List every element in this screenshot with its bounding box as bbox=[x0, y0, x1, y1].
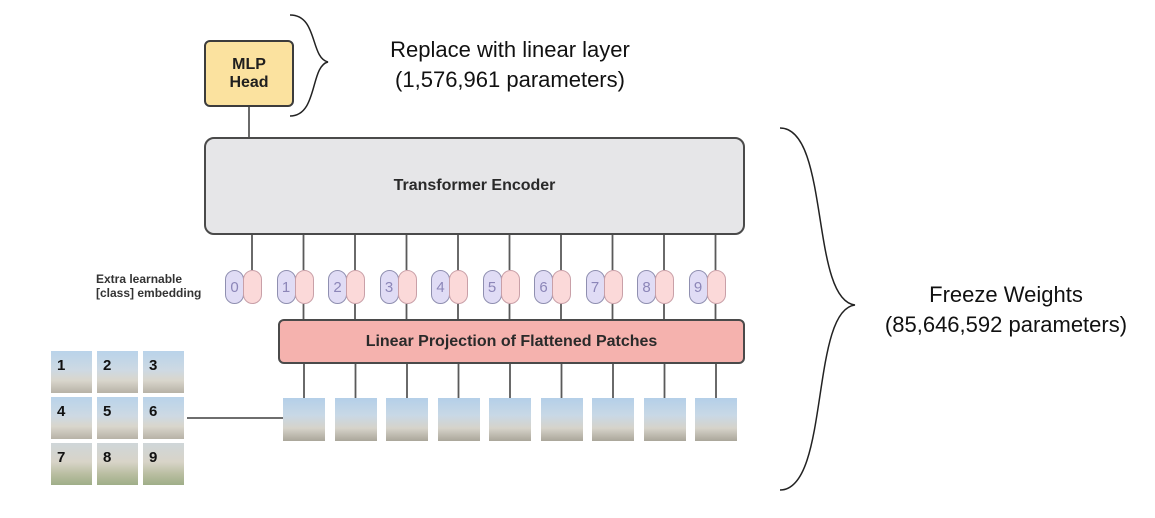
grid-patch-6: 6 bbox=[142, 396, 185, 440]
token-embedding-8 bbox=[655, 270, 674, 304]
large-brace bbox=[779, 127, 856, 491]
replace-note: Replace with linear layer (1,576,961 par… bbox=[360, 35, 660, 95]
grid-patch-4: 4 bbox=[50, 396, 93, 440]
grid-patch-number-8: 8 bbox=[103, 449, 112, 466]
grid-patch-2: 2 bbox=[96, 350, 139, 394]
token-position-0: 0 bbox=[225, 270, 244, 304]
grid-patch-number-6: 6 bbox=[149, 403, 158, 420]
token-position-8: 8 bbox=[637, 270, 656, 304]
token-embedding-4 bbox=[449, 270, 468, 304]
grid-patch-1: 1 bbox=[50, 350, 93, 394]
grid-patch-9: 9 bbox=[142, 442, 185, 486]
grid-patch-number-1: 1 bbox=[57, 357, 66, 374]
linear-projection-label: Linear Projection of Flattened Patches bbox=[365, 332, 658, 350]
token-embedding-0 bbox=[243, 270, 262, 304]
token-embedding-9 bbox=[706, 270, 726, 304]
grid-patch-7: 7 bbox=[50, 442, 93, 486]
sequence-patch-5 bbox=[489, 398, 531, 441]
freeze-note: Freeze Weights (85,646,592 parameters) bbox=[866, 280, 1146, 340]
sequence-patch-7 bbox=[592, 398, 634, 441]
grid-patch-8: 8 bbox=[96, 442, 139, 486]
token-position-6: 6 bbox=[534, 270, 553, 304]
token-embedding-3 bbox=[397, 270, 417, 304]
grid-patch-number-4: 4 bbox=[57, 403, 66, 420]
grid-patch-number-9: 9 bbox=[149, 449, 158, 466]
sequence-patch-9 bbox=[695, 398, 737, 441]
grid-patch-number-7: 7 bbox=[57, 449, 66, 466]
grid-patch-5: 5 bbox=[96, 396, 139, 440]
token-embedding-1 bbox=[294, 270, 314, 304]
grid-patch-3: 3 bbox=[142, 350, 185, 394]
class-embedding-label: Extra learnable [class] embedding bbox=[96, 272, 224, 300]
token-position-4: 4 bbox=[431, 270, 450, 304]
token-position-9: 9 bbox=[688, 270, 708, 304]
grid-patch-number-5: 5 bbox=[103, 403, 112, 420]
small-brace bbox=[289, 14, 329, 117]
token-embedding-5 bbox=[500, 270, 520, 304]
token-position-1: 1 bbox=[276, 270, 296, 304]
token-position-3: 3 bbox=[379, 270, 399, 304]
freeze-note-line2: (85,646,592 parameters) bbox=[884, 312, 1128, 337]
sequence-patch-8 bbox=[643, 398, 686, 441]
mlp-head-box: MLP Head bbox=[204, 40, 294, 107]
token-position-5: 5 bbox=[482, 270, 502, 304]
token-position-2: 2 bbox=[328, 270, 347, 304]
class-embedding-line2: [class] embedding bbox=[96, 286, 202, 300]
replace-note-line1: Replace with linear layer bbox=[390, 37, 630, 62]
token-position-7: 7 bbox=[585, 270, 605, 304]
transformer-encoder-box: Transformer Encoder bbox=[204, 137, 745, 235]
sequence-patch-4 bbox=[437, 398, 480, 441]
grid-patch-number-2: 2 bbox=[103, 357, 112, 374]
sequence-patch-6 bbox=[540, 398, 583, 441]
replace-note-line2: (1,576,961 parameters) bbox=[395, 67, 625, 92]
grid-patch-number-3: 3 bbox=[149, 357, 158, 374]
token-embedding-6 bbox=[552, 270, 571, 304]
sequence-patch-3 bbox=[386, 398, 428, 441]
transformer-encoder-label: Transformer Encoder bbox=[393, 177, 556, 194]
mlp-head-line1: MLP bbox=[232, 55, 266, 73]
sequence-patch-1 bbox=[283, 398, 325, 441]
token-embedding-2 bbox=[346, 270, 365, 304]
class-embedding-line1: Extra learnable bbox=[96, 272, 183, 286]
token-embedding-7 bbox=[603, 270, 623, 304]
freeze-note-line1: Freeze Weights bbox=[929, 282, 1083, 307]
mlp-head-line2: Head bbox=[229, 73, 269, 91]
linear-projection-box: Linear Projection of Flattened Patches bbox=[278, 319, 745, 364]
sequence-patch-2 bbox=[334, 398, 377, 441]
